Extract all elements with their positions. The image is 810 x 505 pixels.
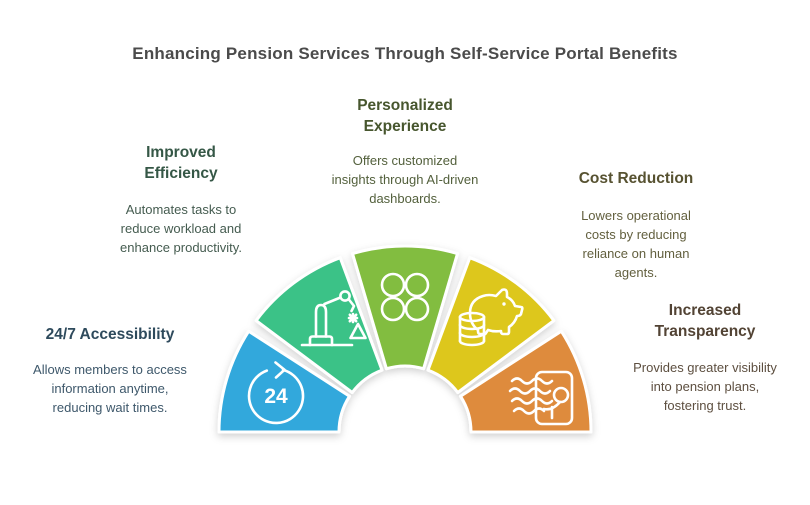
benefit-description: Lowers operational costs by reducing rel…	[581, 208, 691, 280]
robot-arm-icon	[300, 290, 367, 347]
benefit-description: Offers customized insights through AI-dr…	[331, 153, 479, 206]
benefit-cost-reduction: Cost Reduction Lowers operational costs …	[536, 168, 736, 282]
benefit-heading: Personalized Experience	[357, 97, 453, 135]
benefit-description: Provides greater visibility into pension…	[633, 360, 777, 413]
document-transparency-icon	[508, 370, 574, 426]
segment-efficiency	[254, 256, 384, 394]
benefit-heading: Increased Transparency	[654, 302, 756, 340]
benefit-description: Allows members to access information any…	[33, 362, 187, 415]
benefit-heading: Cost Reduction	[578, 170, 694, 187]
benefit-description: Automates tasks to reduce workload and e…	[120, 202, 242, 255]
segment-transparency	[459, 329, 593, 434]
piggy-bank-icon	[458, 288, 524, 347]
benefit-personalized: Personalized Experience Offers customize…	[305, 95, 505, 208]
benefit-efficiency: Improved Efficiency Automates tasks to r…	[81, 142, 281, 257]
svg-text:24: 24	[264, 385, 288, 408]
benefit-transparency: Increased Transparency Provides greater …	[605, 300, 805, 415]
benefit-accessibility: 24/7 Accessibility Allows members to acc…	[10, 324, 210, 417]
benefit-heading: Improved Efficiency	[144, 144, 218, 182]
dashboard-circles-icon	[380, 272, 430, 322]
clock-24-7-icon: 24	[247, 361, 305, 425]
page-title: Enhancing Pension Services Through Self-…	[132, 44, 678, 63]
benefit-heading: 24/7 Accessibility	[45, 326, 175, 343]
segment-cost	[426, 256, 556, 394]
